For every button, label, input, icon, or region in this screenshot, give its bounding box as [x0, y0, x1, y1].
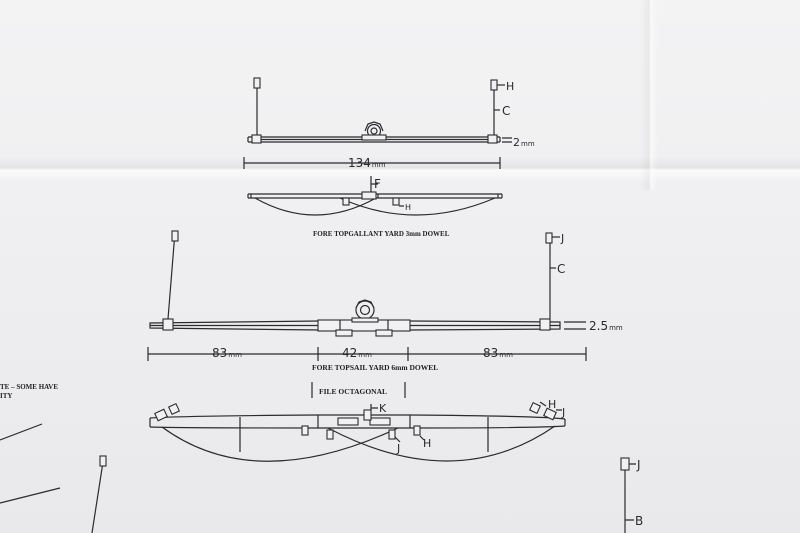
label-h-top: H	[506, 80, 514, 93]
left-note-line-2: ITY	[0, 392, 12, 400]
label-j-lower-right: J	[561, 406, 565, 419]
caption-topgallant-yard: FORE TOPGALLANT YARD 3mm DOWEL	[313, 230, 450, 238]
topsail-yard-plan	[149, 382, 566, 462]
left-note-line-1: TE – SOME HAVE	[0, 383, 58, 391]
label-file-octagonal: FILE OCTAGONAL	[319, 387, 387, 396]
label-j-lower-center: J	[396, 442, 400, 455]
label-diameter-mid: 2.5mm	[589, 319, 623, 333]
label-c-top: C	[502, 104, 510, 118]
label-diameter-top: 2mm	[513, 136, 535, 149]
label-b-corner: B	[635, 514, 643, 528]
label-dimension-42: 42mm	[342, 346, 372, 360]
partial-drawings	[0, 423, 636, 533]
topgallant-yard-elevation	[243, 77, 512, 169]
label-h-lower-right: H	[548, 398, 556, 411]
caption-topsail-yard: FORE TOPSAIL YARD 6mm DOWEL	[312, 363, 438, 372]
paper-fold-vertical	[640, 0, 658, 190]
label-h-lower-center: H	[423, 437, 431, 450]
label-h-mid: H	[405, 203, 411, 212]
topgallant-yard-plan	[247, 176, 503, 216]
label-c-right: C	[557, 262, 565, 276]
label-dimension-83-right: 83mm	[483, 346, 513, 360]
label-k: K	[379, 402, 387, 415]
label-j-corner: J	[636, 458, 641, 472]
label-dimension-83-left: 83mm	[212, 346, 242, 360]
topsail-yard-elevation	[147, 230, 587, 361]
label-j-right: J	[560, 232, 564, 245]
label-dimension-134: 134mm	[348, 156, 386, 170]
paper-fold-horizontal	[0, 156, 800, 182]
label-f: F	[374, 177, 381, 191]
